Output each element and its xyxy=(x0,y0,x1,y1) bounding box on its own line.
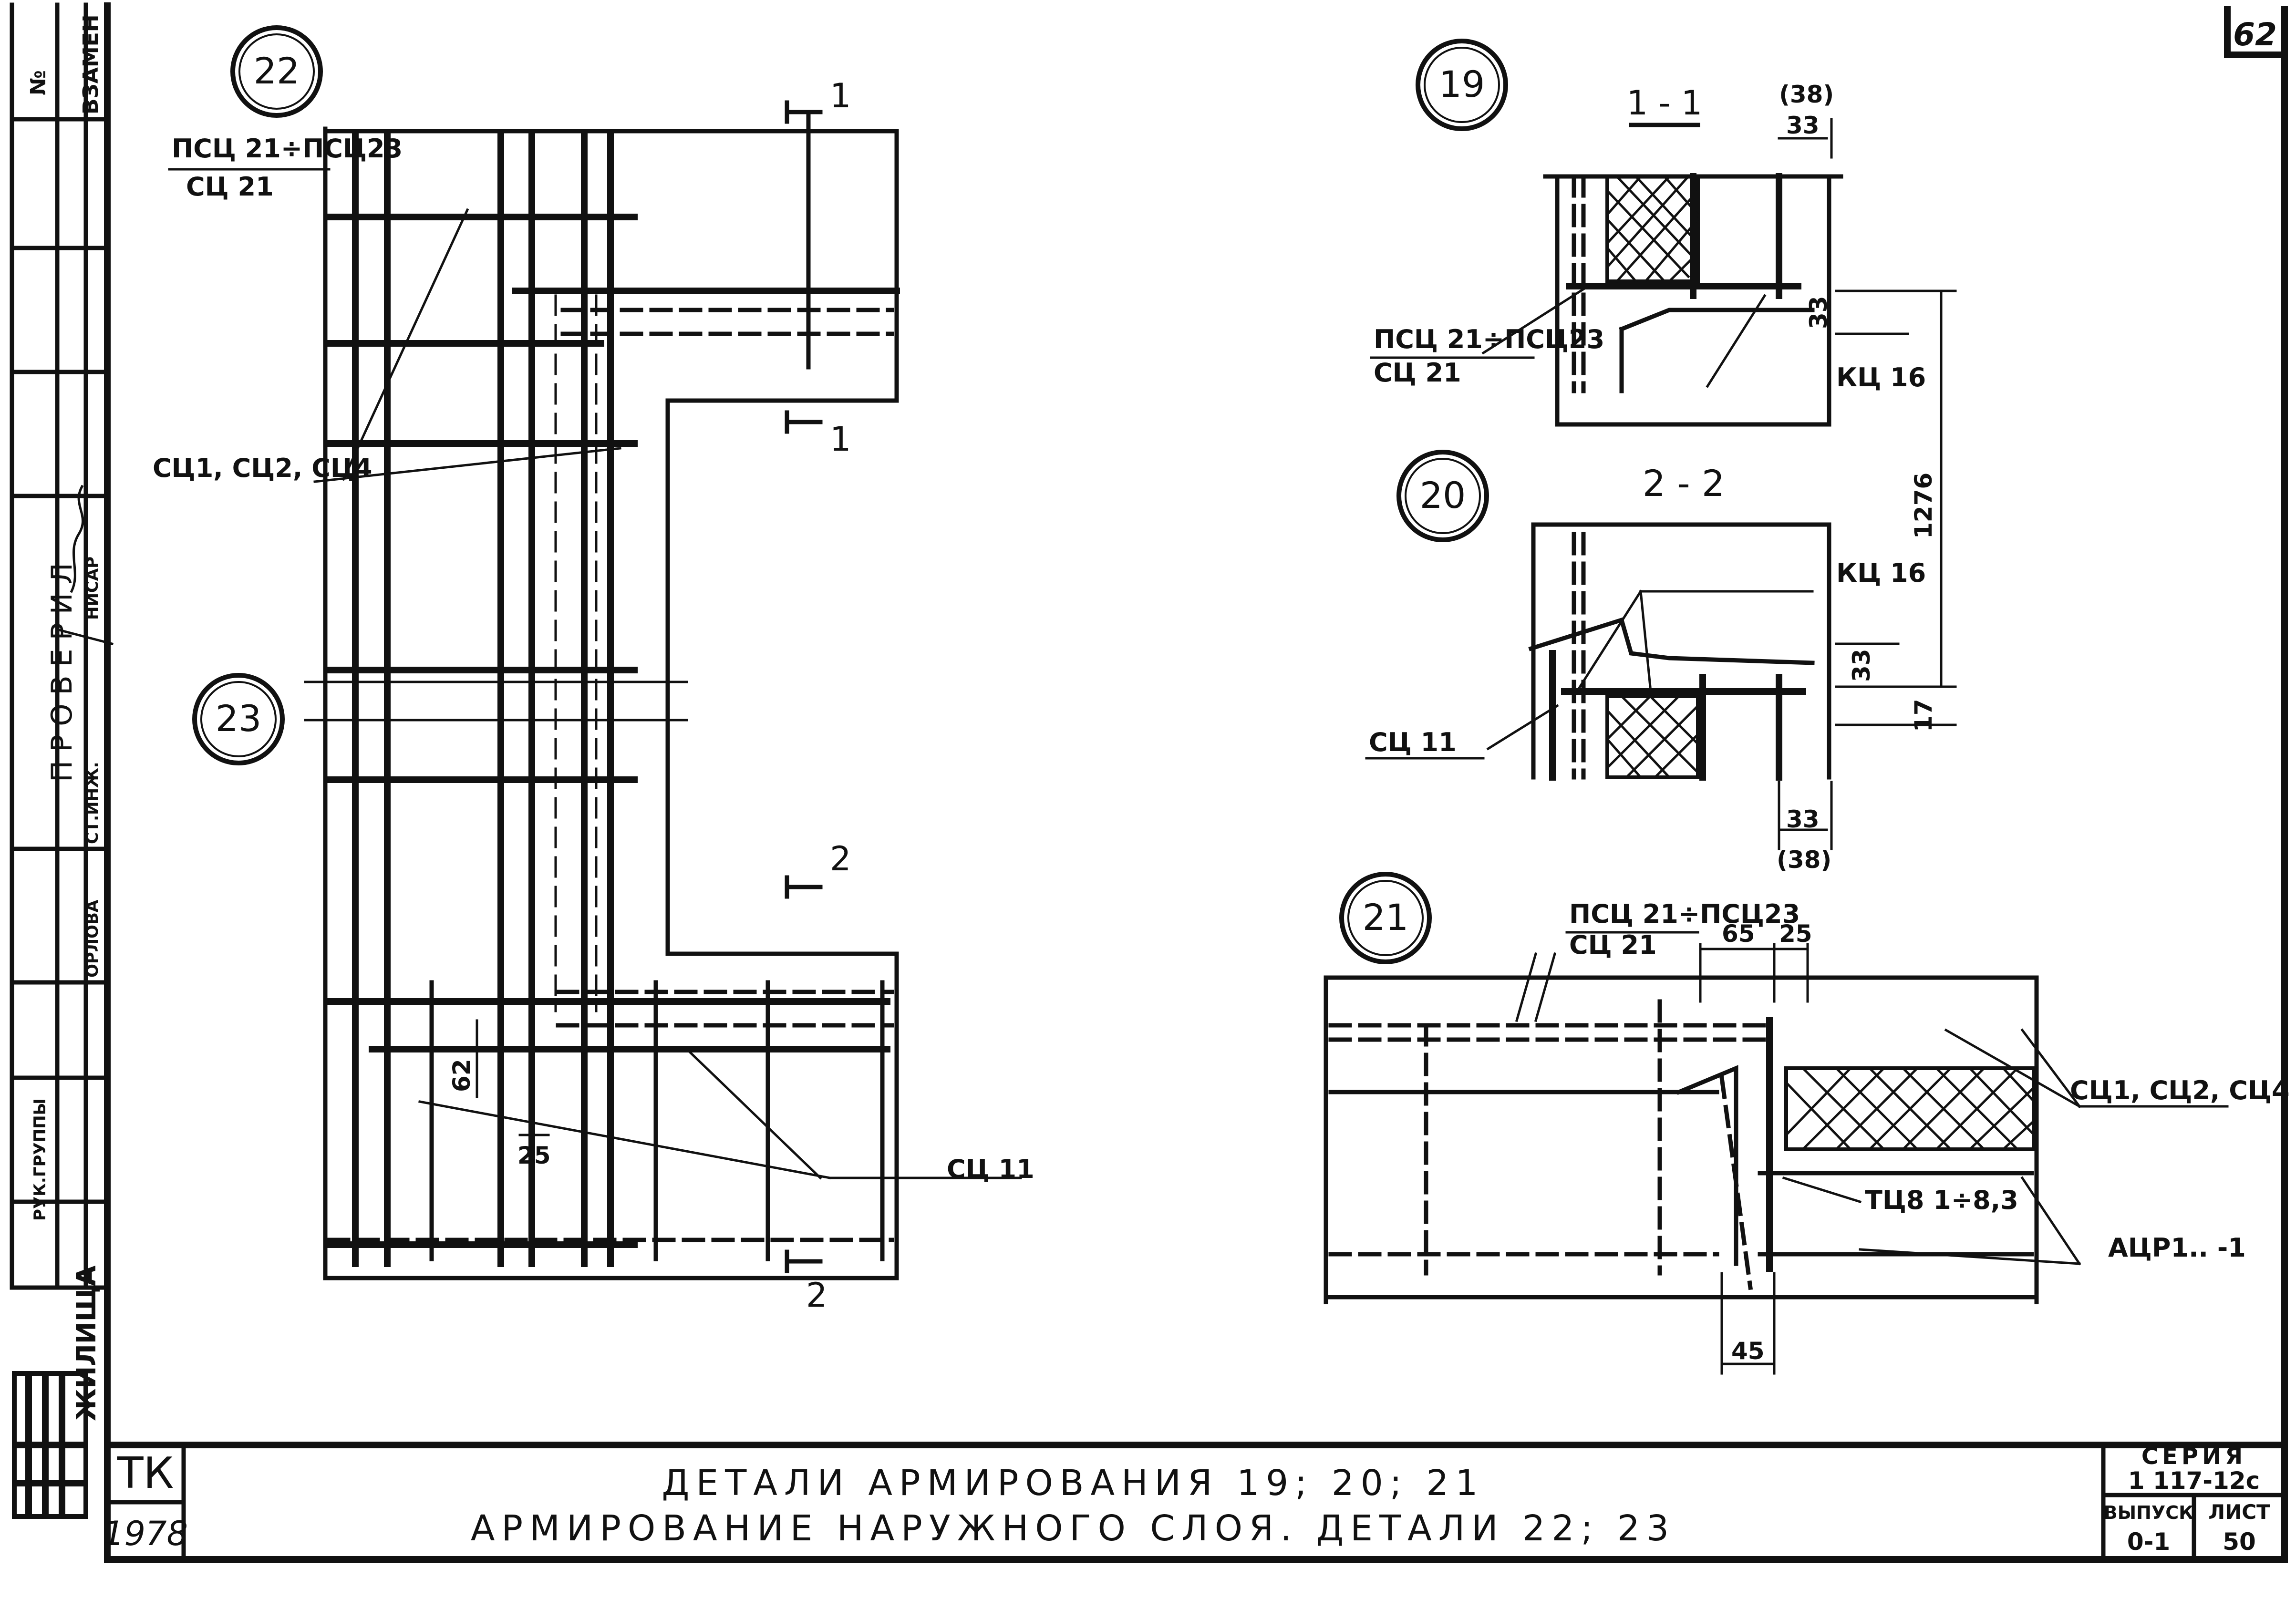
stamp-role-engineer: СТ.ИНЖ. xyxy=(83,762,102,844)
label-acr: АЦР1.. -1 xyxy=(2108,1233,2246,1263)
detail-19-number: 19 xyxy=(1439,63,1485,105)
sheet-frame xyxy=(104,2,2288,1563)
label-kc16-19: КЦ 16 xyxy=(1836,362,1926,392)
dim-25-left: 25 xyxy=(517,1142,551,1169)
stamp-name-1: НИСАР xyxy=(83,557,102,620)
dim-38-top: (38) xyxy=(1779,81,1834,108)
label-sc11-22: СЦ 11 xyxy=(947,1154,1034,1184)
sheet-year: 1978 xyxy=(103,1514,188,1553)
detail-21-marker xyxy=(1339,872,1432,964)
label-sc11-20: СЦ 11 xyxy=(1369,727,1457,757)
cut-mark-1-bottom: 1 xyxy=(830,420,851,459)
sheet-value: 50 xyxy=(2223,1528,2256,1556)
series-value: 1 117-12с xyxy=(2128,1467,2260,1495)
stamp-role-head: РУК.ГРУППЫ xyxy=(31,1098,50,1221)
side-stamp xyxy=(10,2,110,1290)
issue-label: ВЫПУСК xyxy=(2104,1502,2193,1523)
detail-20-drawing xyxy=(1486,522,1957,850)
label-sc124-22: СЦ1, СЦ2, СЦ4 xyxy=(153,453,372,483)
stamp-name-2: ОРЛОВА xyxy=(83,899,102,978)
detail-19-drawing xyxy=(1481,118,1957,688)
detail-22-23-drawing xyxy=(304,100,900,1280)
dim-17: 17 xyxy=(1910,699,1937,732)
detail-21-drawing xyxy=(1324,943,2229,1375)
label-sc21-21: СЦ 21 xyxy=(1569,930,1657,960)
sheet-label: ЛИСТ xyxy=(2208,1500,2270,1524)
section-1-1-label: 1 - 1 xyxy=(1627,83,1703,123)
org-mark: ТК xyxy=(117,1448,174,1498)
dim-33-20: 33 xyxy=(1848,649,1875,682)
signature xyxy=(55,485,114,646)
section-2-2-label: 2 - 2 xyxy=(1643,462,1725,505)
detail-22-marker xyxy=(230,25,323,118)
detail-23-number: 23 xyxy=(216,697,262,740)
label-sc124-21: СЦ1, СЦ2, СЦ4 xyxy=(2070,1075,2290,1105)
label-kc16-20: КЦ 16 xyxy=(1836,558,1926,588)
dim-65: 65 xyxy=(1722,920,1755,948)
label-sc21-22: СЦ 21 xyxy=(186,172,274,202)
dim-33-top: 33 xyxy=(1786,112,1820,139)
issue-value: 0-1 xyxy=(2127,1528,2170,1556)
title-line-2: АРМИРОВАНИЕ НАРУЖНОГО СЛОЯ. ДЕТАЛИ 22; 2… xyxy=(471,1508,1675,1549)
dim-33-19: 33 xyxy=(1805,296,1832,329)
dim-62: 62 xyxy=(448,1059,476,1092)
dim-1276: 1276 xyxy=(1910,473,1937,539)
title-line-1: ДЕТАЛИ АРМИРОВАНИЯ 19; 20; 21 xyxy=(662,1463,1485,1504)
label-sc21-19: СЦ 21 xyxy=(1374,358,1461,388)
label-psc-range-21: ПСЦ 21÷ПСЦ23 xyxy=(1569,899,1800,929)
dim-25-right: 25 xyxy=(1779,920,1812,948)
title-block xyxy=(105,1443,2287,1562)
stamp-replace-header: ВЗАМЕН xyxy=(79,14,103,114)
detail-23-marker xyxy=(192,673,285,765)
cut-mark-1-top: 1 xyxy=(830,76,851,115)
detail-22-number: 22 xyxy=(254,50,300,92)
detail-20-number: 20 xyxy=(1420,474,1466,516)
detail-21-number: 21 xyxy=(1363,896,1409,939)
stamp-number-header: № xyxy=(26,70,51,95)
dim-45: 45 xyxy=(1731,1337,1765,1365)
detail-19-marker xyxy=(1416,39,1508,131)
page-number: 62 xyxy=(2233,16,2277,53)
detail-20-marker xyxy=(1396,450,1489,542)
dim-33-bottom: 33 xyxy=(1786,805,1820,833)
stamp-checked-label: ПРОВЕРИЛ xyxy=(45,554,79,782)
cut-mark-2-bottom: 2 xyxy=(806,1276,827,1315)
label-tc8: ТЦ8 1÷8,3 xyxy=(1865,1185,2018,1215)
cut-mark-2-top: 2 xyxy=(830,839,851,878)
label-psc-range-19: ПСЦ 21÷ПСЦ23 xyxy=(1374,324,1604,354)
institute-logo xyxy=(12,1371,88,1519)
label-psc-range-22: ПСЦ 21÷ПСЦ23 xyxy=(172,134,403,164)
series-label: СЕРИЯ xyxy=(2141,1443,2246,1470)
dim-38-bottom: (38) xyxy=(1777,846,1831,874)
